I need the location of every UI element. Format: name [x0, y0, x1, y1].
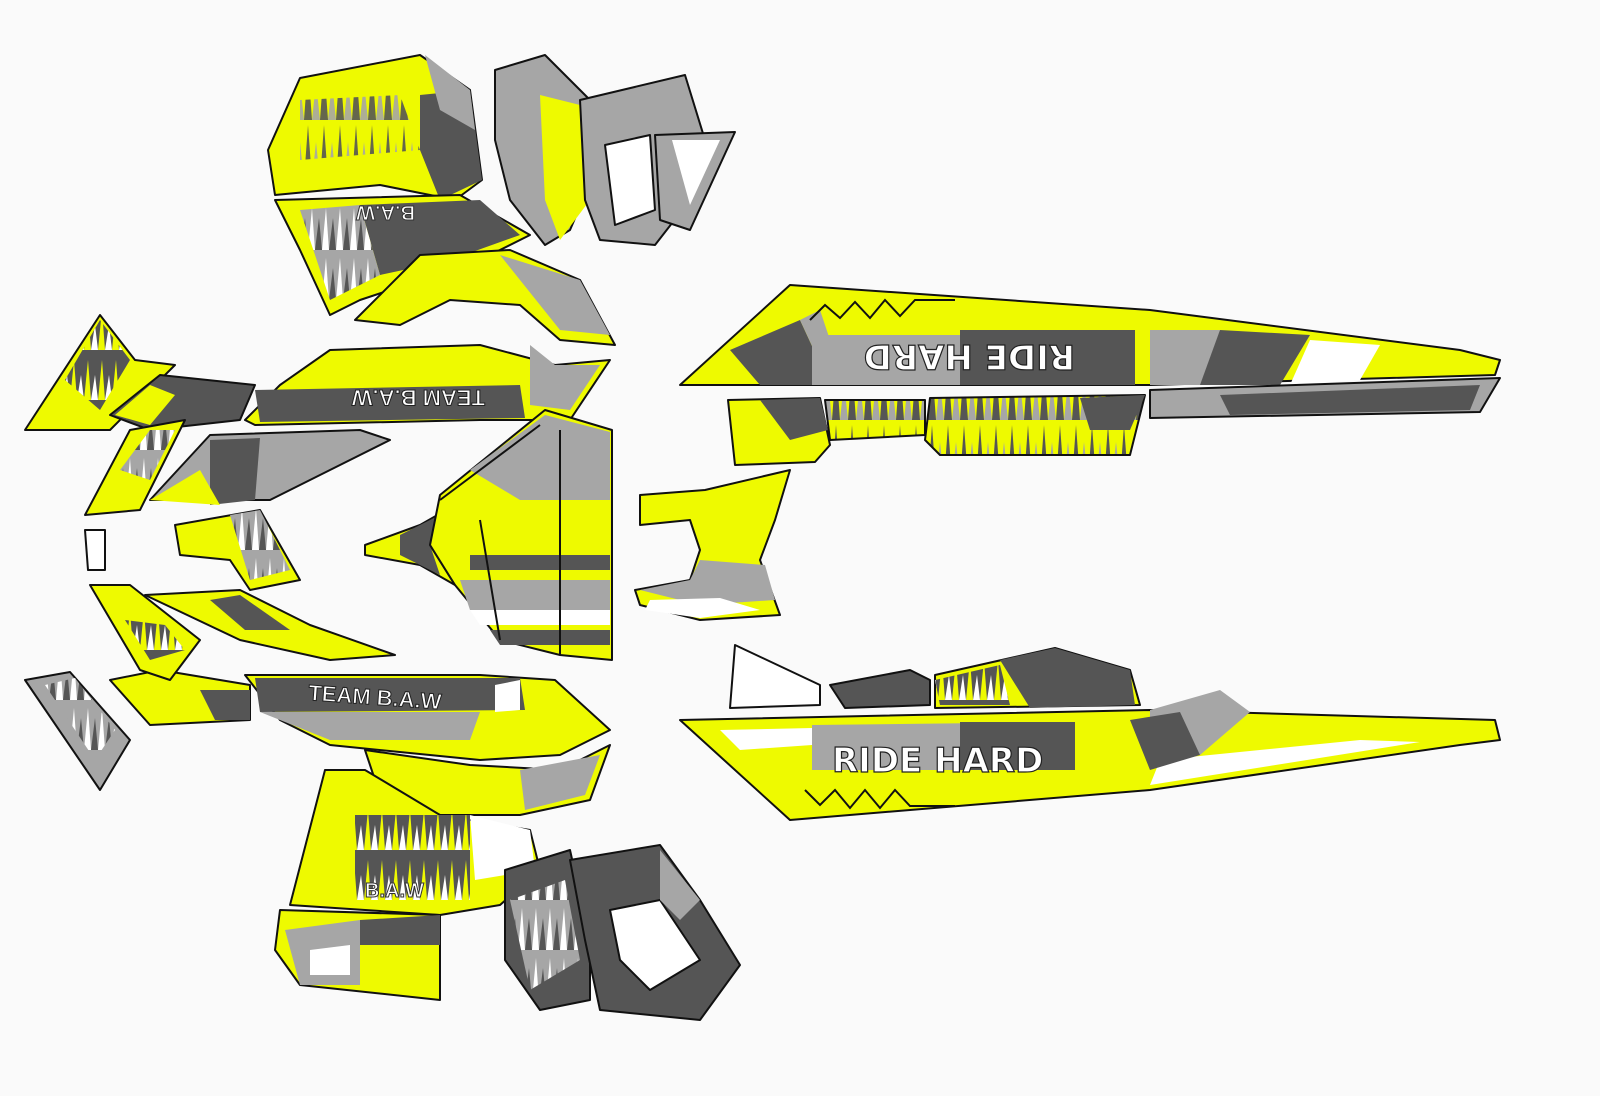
hood-center-divider-line [439, 424, 561, 655]
brand-label-bottom: B.A.W [365, 880, 424, 902]
cowl-piece-window [604, 134, 656, 226]
seat-piece-white [645, 598, 760, 618]
hood-panel-mid-left-bottom-white [470, 815, 535, 880]
lower-side-team-group: TEAM B.A.W [24, 584, 611, 791]
hood-center-gray-bar [460, 580, 610, 610]
side-team-panel-top-gray [530, 345, 600, 410]
side-panel-upper-gray-stripe [540, 95, 590, 240]
belly-sweep-upper-gray [500, 255, 610, 335]
tunnel-lower-top-left [729, 644, 821, 709]
tunnel-strip-upper-white-right [1290, 340, 1380, 385]
lower-tunnel-strip-group: RIDE HARD [679, 644, 1501, 821]
side-team-panel-bottom-gray [260, 712, 480, 740]
team-label-top: TEAM B.A.W [352, 385, 485, 410]
slogan-top: RIDE HARD [864, 336, 1075, 376]
hood-panel-mid-left-spikes [300, 205, 380, 300]
cowl-piece-lower-window [609, 899, 701, 991]
tunnel-strip-lower-main [679, 709, 1501, 821]
side-strip-left-bottom-dark [200, 690, 250, 720]
tunnel-lower-panel-left-dark [760, 398, 828, 440]
tunnel-strip-upper-dark-mid [960, 330, 1135, 385]
upper-side-team-group: TEAM B.A.W [24, 314, 611, 516]
hood-panel-lower-left-dark [360, 915, 440, 945]
hood-left-panel-upper-dark [210, 438, 260, 505]
tunnel-lower-top-right-dark [1000, 648, 1135, 708]
cowl-piece-lower-gray [660, 850, 700, 920]
nose-white-piece [84, 529, 106, 571]
slogan-bottom: RIDE HARD [832, 741, 1043, 781]
hood-left-panel-lower-dark [210, 595, 290, 630]
tunnel-strip-upper-zigzag [809, 298, 955, 321]
seat-piece-group [634, 469, 791, 621]
hood-center-dark-bar-2 [490, 630, 610, 645]
tunnel-strip-lower-dark-right [1130, 712, 1200, 770]
side-wing-left-bottom-spikes [45, 678, 115, 760]
hood-panel-mid-left-bottom-spikes [355, 815, 470, 900]
upper-tunnel-strip-group: RIDE HARD [679, 284, 1501, 466]
hood-panel-upper-left-gray-band [425, 55, 475, 130]
hood-panel-lower-left-white [310, 945, 350, 975]
seat-piece-gray [640, 560, 775, 605]
cowl-piece-tab-white [672, 140, 720, 205]
side-strip-left-top-yellow [115, 385, 175, 425]
hood-center-dark-bar [470, 555, 610, 570]
hood-left-panel-mid-spikes [230, 510, 290, 580]
hood-center-gray-top [470, 415, 610, 500]
tunnel-lower-panel-right-dark [1080, 395, 1145, 430]
hood-left-panel-upper-yellow [150, 470, 220, 505]
tunnel-strip-lower-white-band [720, 728, 812, 750]
tunnel-strip-upper-gray-right [1150, 330, 1220, 385]
tunnel-strip-lower-zigzag [804, 788, 955, 810]
tunnel-lower-top-right-spikes [935, 665, 1010, 705]
brand-label-top: B.A.W [356, 201, 415, 223]
side-team-panel-bottom-dark [255, 678, 525, 712]
hood-center-arrow-stripe [400, 515, 440, 575]
tunnel-lower-panel-mid [824, 399, 926, 441]
side-team-panel-top-dark [255, 385, 525, 422]
side-team-panel-bottom-white [495, 680, 520, 712]
side-lower-yellow-top-spikes [120, 430, 175, 480]
tunnel-lower-top-mid [829, 669, 931, 709]
hood-panel-mid-left-dark [360, 200, 520, 275]
tunnel-strip-lower-white-right [1150, 740, 1420, 785]
tunnel-strip-upper-lower-band-dark [1220, 385, 1480, 415]
belly-sweep-lower-gray [520, 755, 600, 810]
side-lower-yellow-bottom-spikes [125, 620, 185, 660]
lower-hood-panel-group: B.A.W [274, 744, 741, 1021]
hood-center-white-bar [470, 610, 610, 625]
side-panel-lower-gray-spikes [510, 880, 580, 990]
center-hood-group [84, 409, 613, 661]
hood-panel-upper-left-spikes [300, 95, 420, 160]
side-wing-left-top-spikes [65, 320, 130, 410]
tunnel-strip-lower-dark-box [960, 722, 1075, 770]
upper-hood-panel-group: B.A.W [267, 54, 736, 346]
tunnel-strip-upper-dark-left [730, 320, 830, 385]
